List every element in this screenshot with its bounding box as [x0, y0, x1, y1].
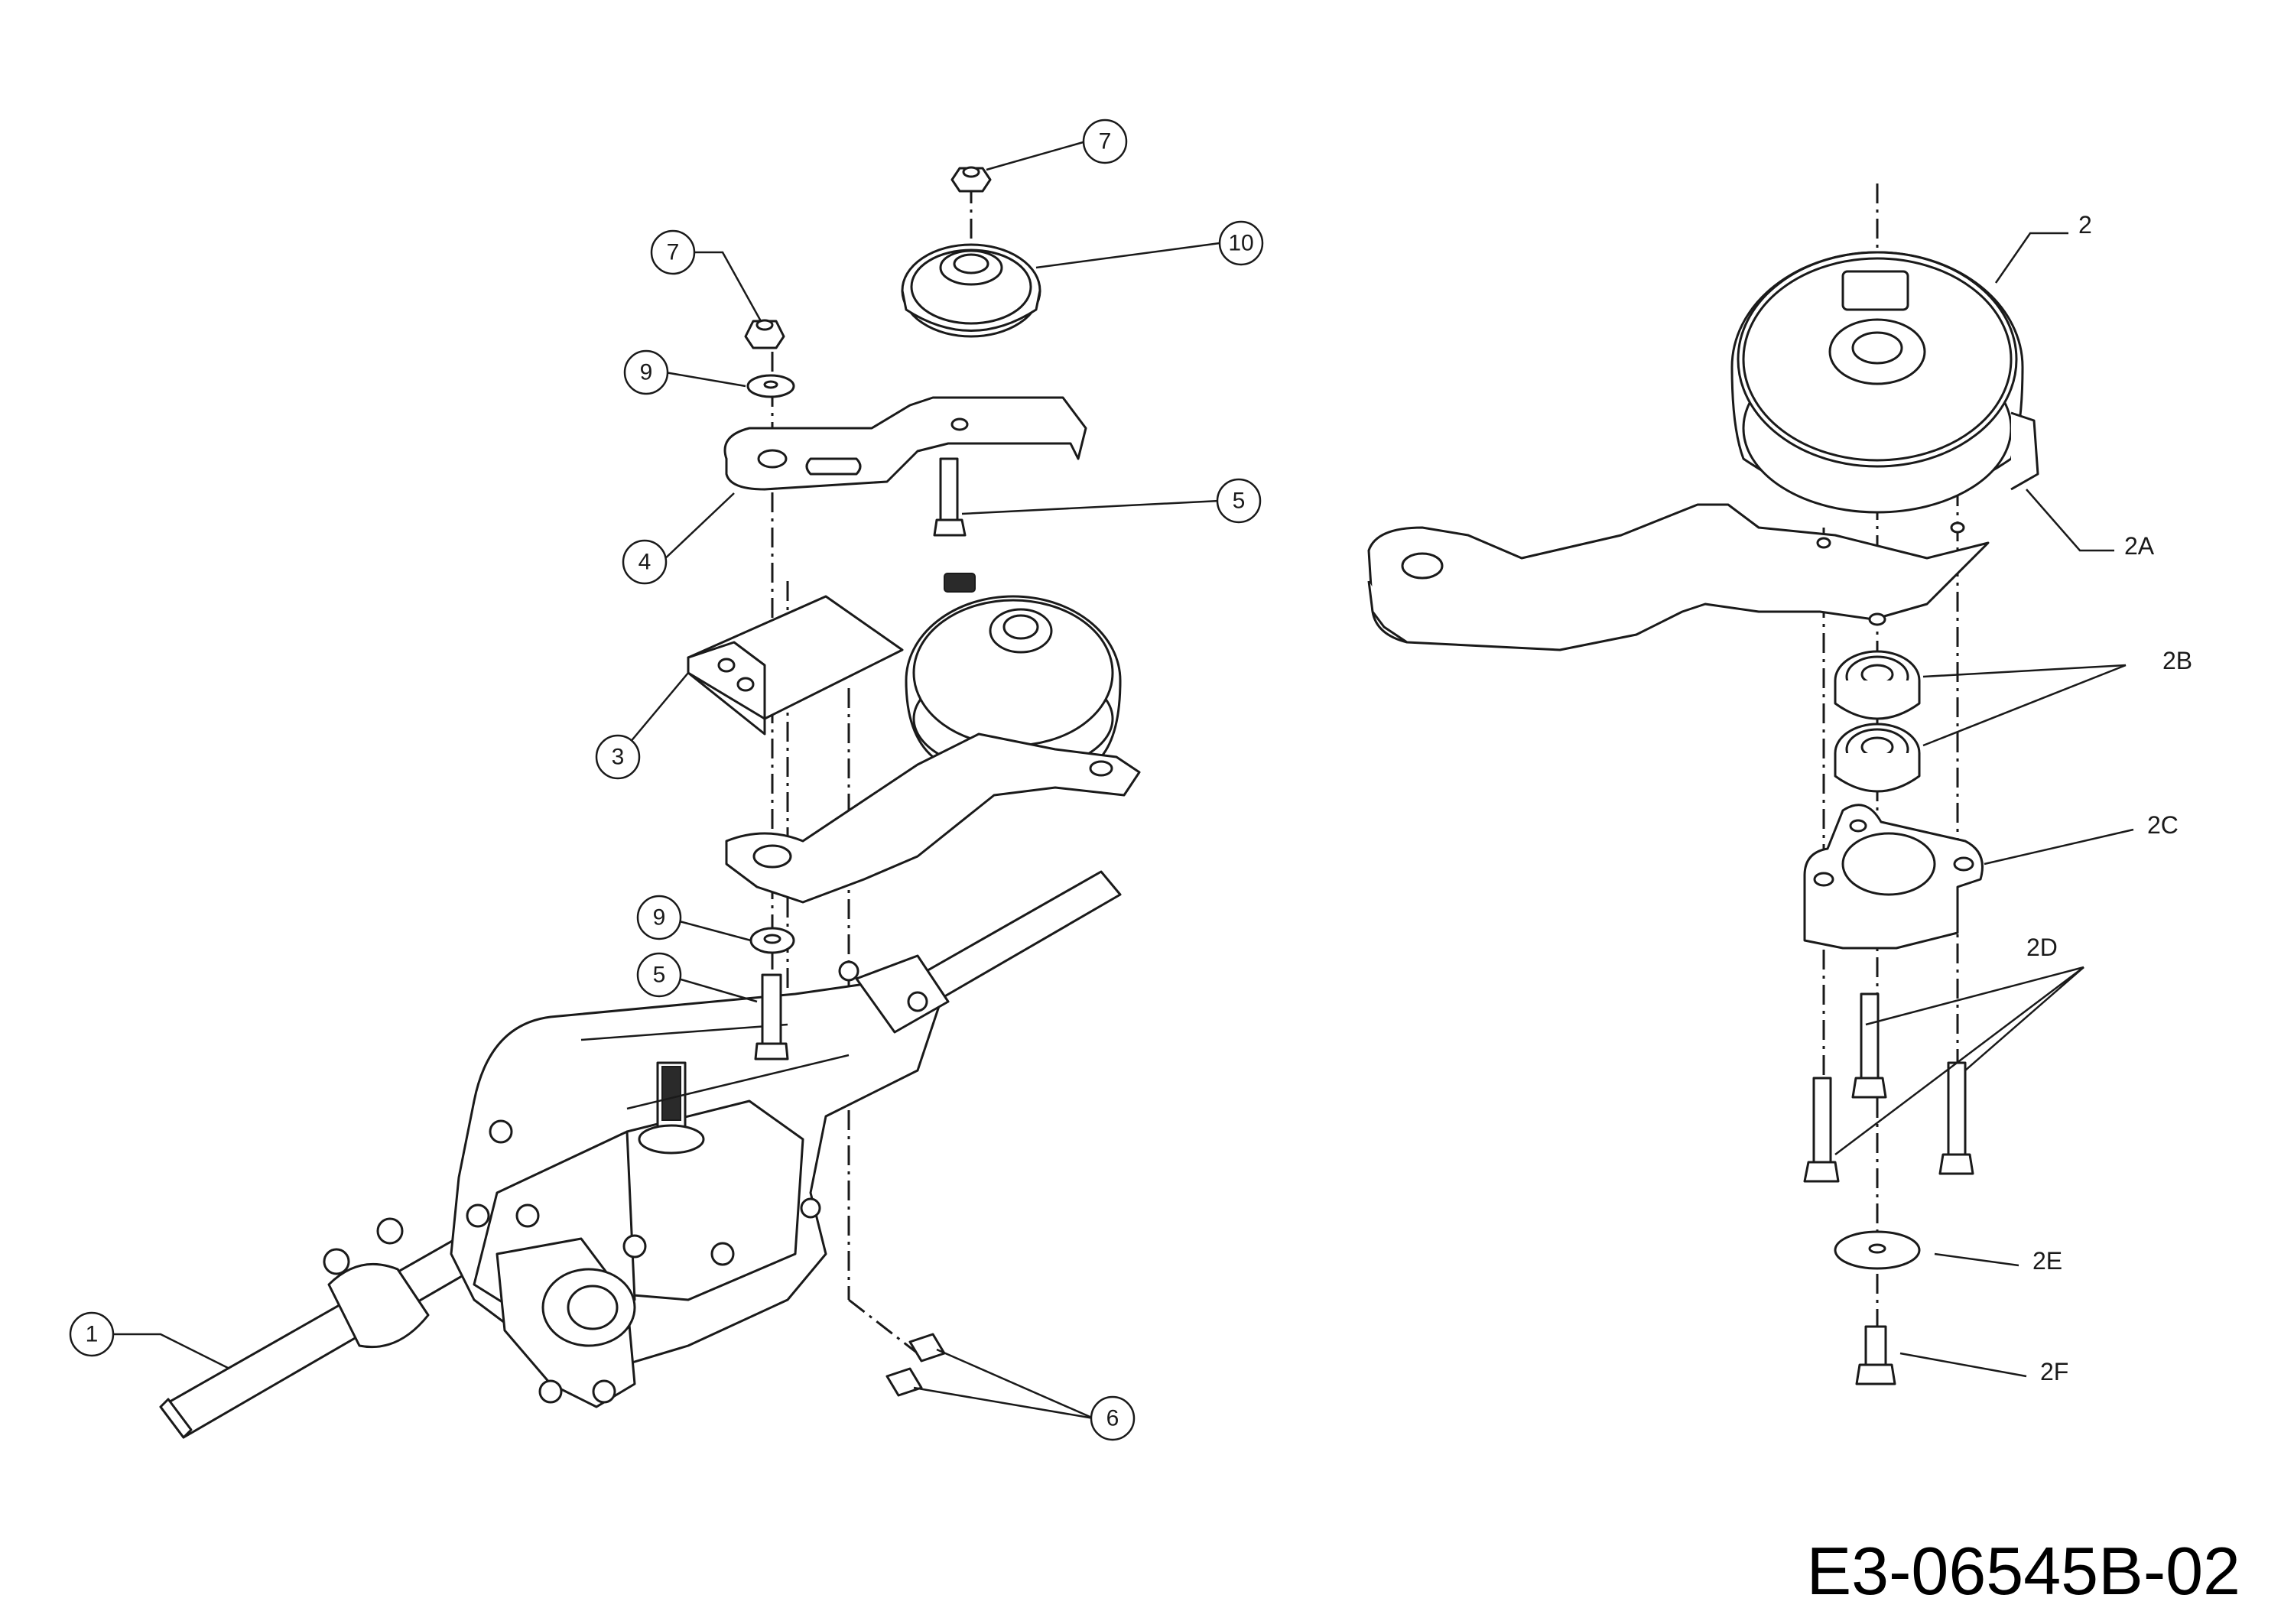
transaxle-part-1: [159, 870, 1122, 1439]
label-2C: 2C: [2147, 811, 2179, 839]
svg-text:1: 1: [86, 1322, 99, 1347]
arm-part-2A: [1367, 503, 1990, 651]
callout-5-upper: 5: [1216, 478, 1262, 524]
label-2A: 2A: [2124, 532, 2155, 560]
washer-part-2E: [1834, 1230, 1921, 1270]
bearings-part-2B: [1834, 650, 1921, 793]
pulley-lower-assembly: [725, 573, 1141, 904]
callout-5-lower: 5: [636, 952, 682, 998]
svg-text:5: 5: [1233, 489, 1246, 514]
callout-3: 3: [595, 734, 641, 780]
svg-text:4: 4: [638, 550, 651, 575]
callout-10: 10: [1218, 220, 1264, 266]
callout-1: 1: [69, 1311, 115, 1357]
svg-text:3: 3: [612, 745, 625, 770]
label-2B: 2B: [2162, 647, 2192, 674]
label-2: 2: [2078, 211, 2092, 239]
svg-text:7: 7: [667, 240, 680, 265]
bolt-part-2F: [1855, 1325, 1896, 1385]
label-2E: 2E: [2032, 1247, 2062, 1275]
bracket-part-4: [723, 396, 1087, 491]
svg-text:6: 6: [1106, 1406, 1119, 1431]
drawing-reference-number: E3-06545B-02: [1806, 1533, 2240, 1609]
pulley-part-2: [1730, 251, 2039, 514]
callout-6: 6: [1090, 1395, 1136, 1441]
bolts-part-2D: [1803, 992, 1974, 1183]
hub-part-2C: [1803, 804, 1984, 950]
pulley-part-10: [901, 243, 1041, 338]
callout-9-lower: 9: [636, 895, 682, 940]
fasteners-left: [744, 166, 992, 1397]
svg-text:7: 7: [1099, 129, 1112, 154]
label-2D: 2D: [2026, 934, 2058, 961]
label-2F: 2F: [2040, 1358, 2068, 1385]
callout-4: 4: [622, 539, 668, 585]
leaders-right: [1834, 232, 2134, 1378]
svg-text:9: 9: [653, 905, 666, 931]
bracket-part-3: [687, 595, 904, 736]
svg-text:9: 9: [640, 360, 653, 385]
callout-7-lower: 7: [650, 229, 696, 275]
svg-text:5: 5: [653, 963, 666, 988]
svg-text:10: 10: [1228, 231, 1253, 256]
callout-7-upper: 7: [1082, 119, 1128, 164]
callout-9-upper: 9: [623, 349, 669, 395]
